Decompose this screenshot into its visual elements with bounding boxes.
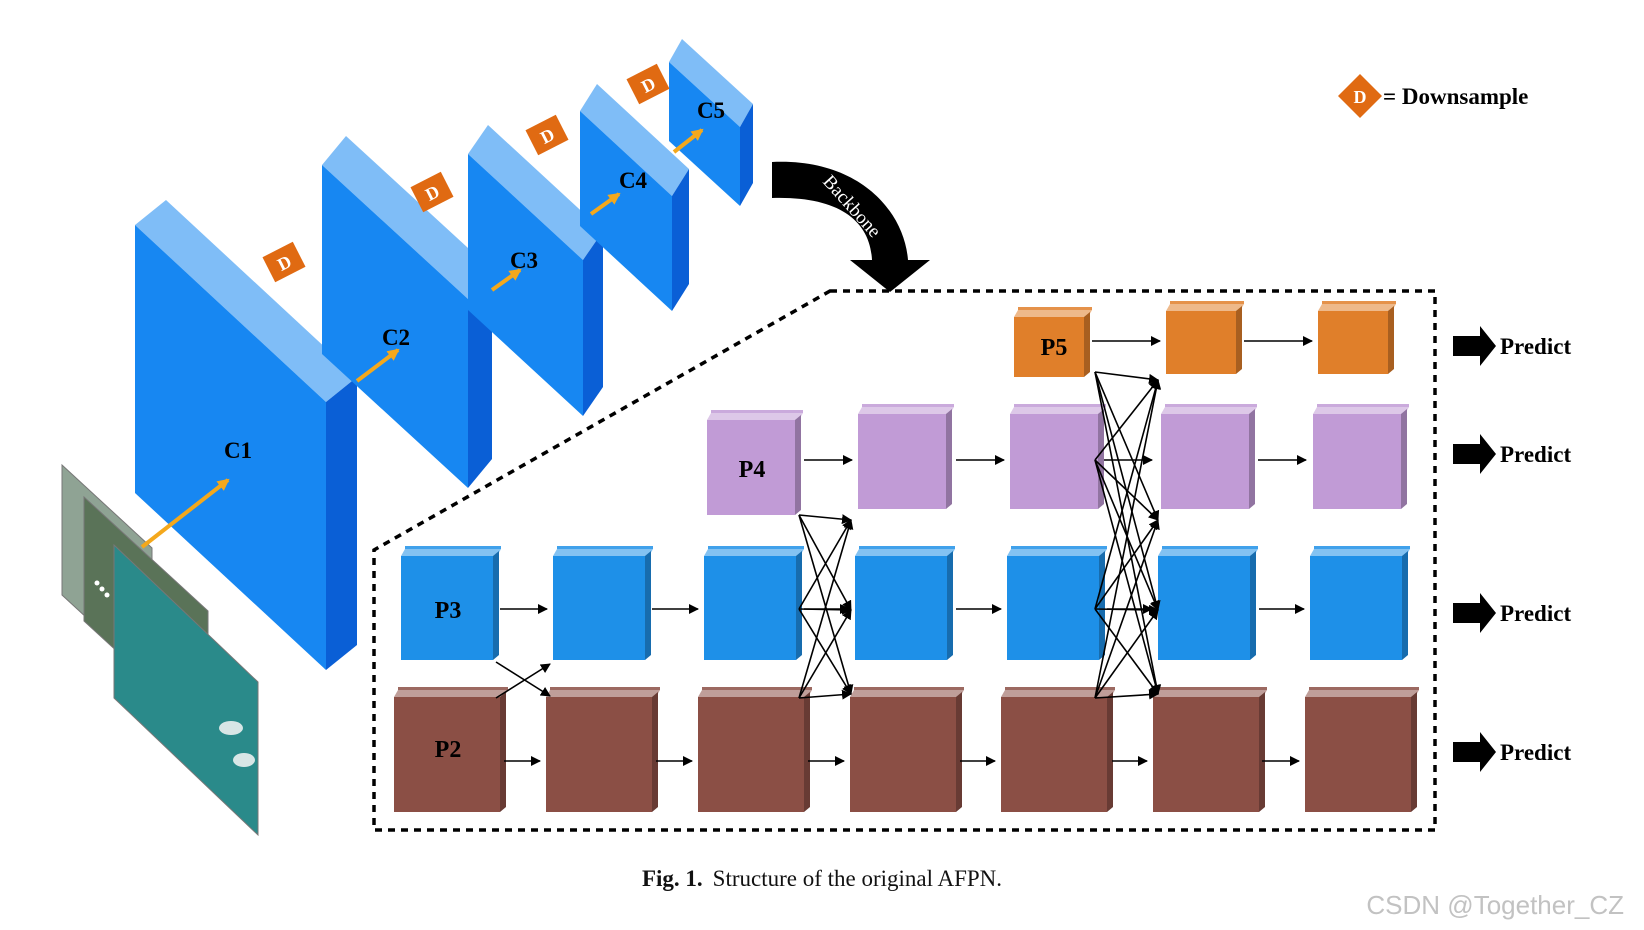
predict-arrow-icon	[1453, 434, 1496, 474]
ellipsis-dot	[104, 592, 110, 598]
feature-block-p2	[698, 687, 812, 812]
feature-block-p3	[553, 546, 653, 660]
legend-text: = Downsample	[1383, 84, 1528, 109]
predict-label: Predict	[1500, 442, 1571, 467]
fpn-arrows	[495, 336, 1313, 766]
predict-arrow-icon	[1453, 732, 1496, 772]
stage-label-c4: C4	[619, 168, 648, 193]
boat-icon	[219, 721, 243, 735]
predict-label: Predict	[1500, 740, 1571, 765]
predict-label: Predict	[1500, 601, 1571, 626]
stage-label-c3: C3	[510, 248, 538, 273]
connection-arrow	[798, 514, 854, 695]
connection-arrow	[495, 663, 551, 699]
stage-arrow-c1	[140, 478, 230, 549]
predict-output-p2: Predict	[1453, 732, 1571, 772]
feature-block-p2	[546, 687, 660, 812]
level-label-p5: P5	[1041, 335, 1068, 361]
predict-output-p3: Predict	[1453, 593, 1571, 633]
connection-arrow	[495, 661, 551, 697]
backbone-block-c3	[468, 125, 603, 416]
connection-arrow	[798, 514, 852, 525]
ellipsis-dot	[99, 586, 105, 592]
feature-block-p2	[1001, 687, 1115, 812]
feature-block-p2	[394, 687, 508, 812]
downsample-legend-icon	[1338, 74, 1382, 118]
predict-output-p5: Predict	[1453, 326, 1571, 366]
backbone-curved-arrow: Backbone	[772, 161, 930, 292]
predict-arrow-icon	[1453, 593, 1496, 633]
watermark: CSDN @Together_CZ	[1366, 890, 1624, 920]
predict-label: Predict	[1500, 334, 1571, 359]
feature-block-p4	[707, 410, 803, 515]
stage-arrow-c4	[589, 192, 621, 216]
stage-label-c5: C5	[697, 98, 725, 123]
feature-block-p5	[1318, 301, 1396, 374]
downsample-badge: D	[410, 171, 454, 213]
predict-arrow-icon	[1453, 326, 1496, 366]
level-label-p2: P2	[435, 737, 462, 763]
feature-block-p2	[1153, 687, 1267, 812]
connection-arrow	[1094, 459, 1161, 695]
downsample-badge: D	[626, 63, 670, 105]
connection-arrow	[1094, 519, 1159, 610]
connection-arrow	[1094, 519, 1160, 699]
legend: D = Downsample	[1338, 74, 1528, 118]
fpn-blocks	[394, 301, 1419, 812]
connection-arrow	[1094, 609, 1159, 699]
connection-arrow	[798, 514, 852, 611]
connection-arrow	[798, 519, 854, 699]
connection-arrow	[798, 608, 852, 695]
stage-arrow-c3	[490, 268, 522, 292]
connection-arrow	[798, 519, 852, 610]
downsample-badge: D	[262, 241, 306, 283]
predict-output-p4: Predict	[1453, 434, 1571, 474]
stage-arrow-c5	[672, 128, 704, 154]
feature-block-p3	[855, 546, 955, 660]
feature-block-p3	[1158, 546, 1258, 660]
input-image-stack	[61, 463, 259, 837]
connection-arrow	[1094, 379, 1162, 699]
backbone-block-c1	[135, 200, 357, 670]
connection-arrow	[1094, 371, 1160, 521]
connection-arrow	[1094, 371, 1159, 384]
level-label-p4: P4	[739, 457, 766, 483]
stage-arrow-c2	[355, 348, 400, 383]
downsample-badge: D	[525, 114, 569, 156]
connection-arrow	[1094, 689, 1159, 700]
feature-block-p3	[401, 546, 501, 660]
feature-block-p3	[1310, 546, 1410, 660]
connection-arrow	[798, 609, 852, 699]
stage-label-c2: C2	[382, 325, 410, 350]
connection-arrow	[1094, 608, 1159, 695]
feature-block-p4	[1161, 404, 1257, 509]
feature-block-p2	[1305, 687, 1419, 812]
feature-block-p4	[858, 404, 954, 509]
feature-block-p5	[1166, 301, 1244, 374]
figure-caption: Fig. 1. Structure of the original AFPN.	[0, 866, 1644, 892]
feature-block-p5	[1014, 307, 1092, 377]
connection-arrow	[1094, 379, 1159, 461]
ellipsis-dot	[94, 580, 100, 586]
backbone-block-c4	[580, 84, 689, 311]
level-label-p3: P3	[435, 598, 462, 624]
stage-label-c1: C1	[224, 438, 252, 463]
feature-block-p3	[704, 546, 804, 660]
connection-arrow	[798, 689, 852, 700]
boat-icon	[233, 753, 255, 767]
feature-block-p4	[1010, 404, 1106, 509]
legend-symbol: D	[1354, 87, 1367, 107]
feature-block-p3	[1007, 546, 1107, 660]
backbone-block-c5	[669, 39, 753, 206]
backbone: C1 C2 C3 C4 C5 D D D D	[135, 39, 753, 670]
caption-text: Structure of the original AFPN.	[712, 866, 1003, 891]
backbone-block-c2	[322, 136, 492, 488]
connection-arrow	[1094, 379, 1161, 610]
connection-arrow	[1094, 459, 1159, 521]
feature-block-p2	[850, 687, 964, 812]
caption-prefix: Fig. 1.	[641, 866, 703, 891]
feature-block-p4	[1313, 404, 1409, 509]
input-image-front	[113, 543, 259, 837]
